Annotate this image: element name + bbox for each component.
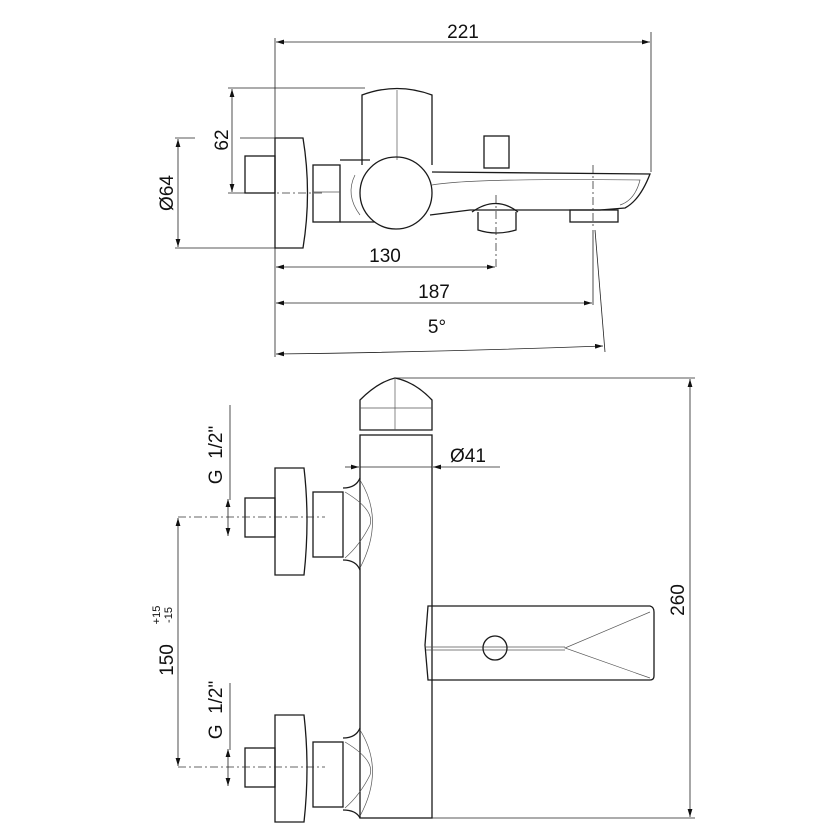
dim-lever-height: 62	[212, 129, 233, 150]
dim-overall-height: 260	[668, 584, 689, 616]
dim-spout-distance: 187	[418, 282, 450, 303]
spout-outline	[429, 171, 651, 216]
spout-contour	[564, 611, 651, 679]
lever	[361, 87, 433, 165]
angle-extension-line	[594, 229, 606, 353]
thermostatic-knob	[359, 156, 433, 230]
front-view: 260 Ø41 150 +15 -15 G 1/2" G 1/2"	[151, 377, 695, 823]
upper-nut	[312, 491, 344, 558]
dim-body-diameter: Ø41	[450, 446, 486, 467]
body-contour	[350, 174, 361, 216]
dim-diverter-distance: 130	[369, 246, 401, 267]
tolerance-minus: -15	[163, 607, 175, 623]
dim-inlet-spacing: 150	[157, 644, 178, 676]
spout-button	[482, 635, 508, 661]
wall-plate	[274, 137, 309, 249]
dimension-arc-spout-angle	[275, 343, 604, 357]
upper-inlet-stub	[244, 497, 276, 538]
lower-connection	[342, 727, 361, 819]
dim-spout-angle: 5°	[428, 317, 446, 338]
lower-inlet-stub	[244, 747, 276, 788]
inlet-stub	[244, 155, 276, 194]
mixer-body	[359, 434, 433, 819]
lower-wall-plate	[274, 714, 308, 823]
upper-wall-plate	[274, 467, 308, 576]
spout-contour	[431, 179, 641, 206]
dim-overall-length: 221	[447, 22, 479, 43]
upper-connection-contour	[344, 479, 373, 569]
upper-connection	[342, 477, 361, 571]
lower-nut	[312, 741, 344, 808]
diverter-button	[483, 135, 510, 169]
diverter	[471, 202, 519, 234]
lower-connection-contour	[344, 729, 373, 817]
aerator	[569, 209, 619, 223]
tolerance-plus: +15	[151, 606, 163, 625]
side-view: 221 62 Ø64 130 187 5°	[157, 22, 652, 357]
thread-upper: G 1/2"	[206, 426, 227, 485]
thermostat-head	[359, 377, 433, 431]
hex-nut	[312, 164, 341, 223]
thread-lower: G 1/2"	[206, 681, 227, 740]
spout	[424, 605, 655, 681]
body-outline	[340, 159, 375, 223]
dim-plate-diameter: Ø64	[157, 175, 178, 211]
